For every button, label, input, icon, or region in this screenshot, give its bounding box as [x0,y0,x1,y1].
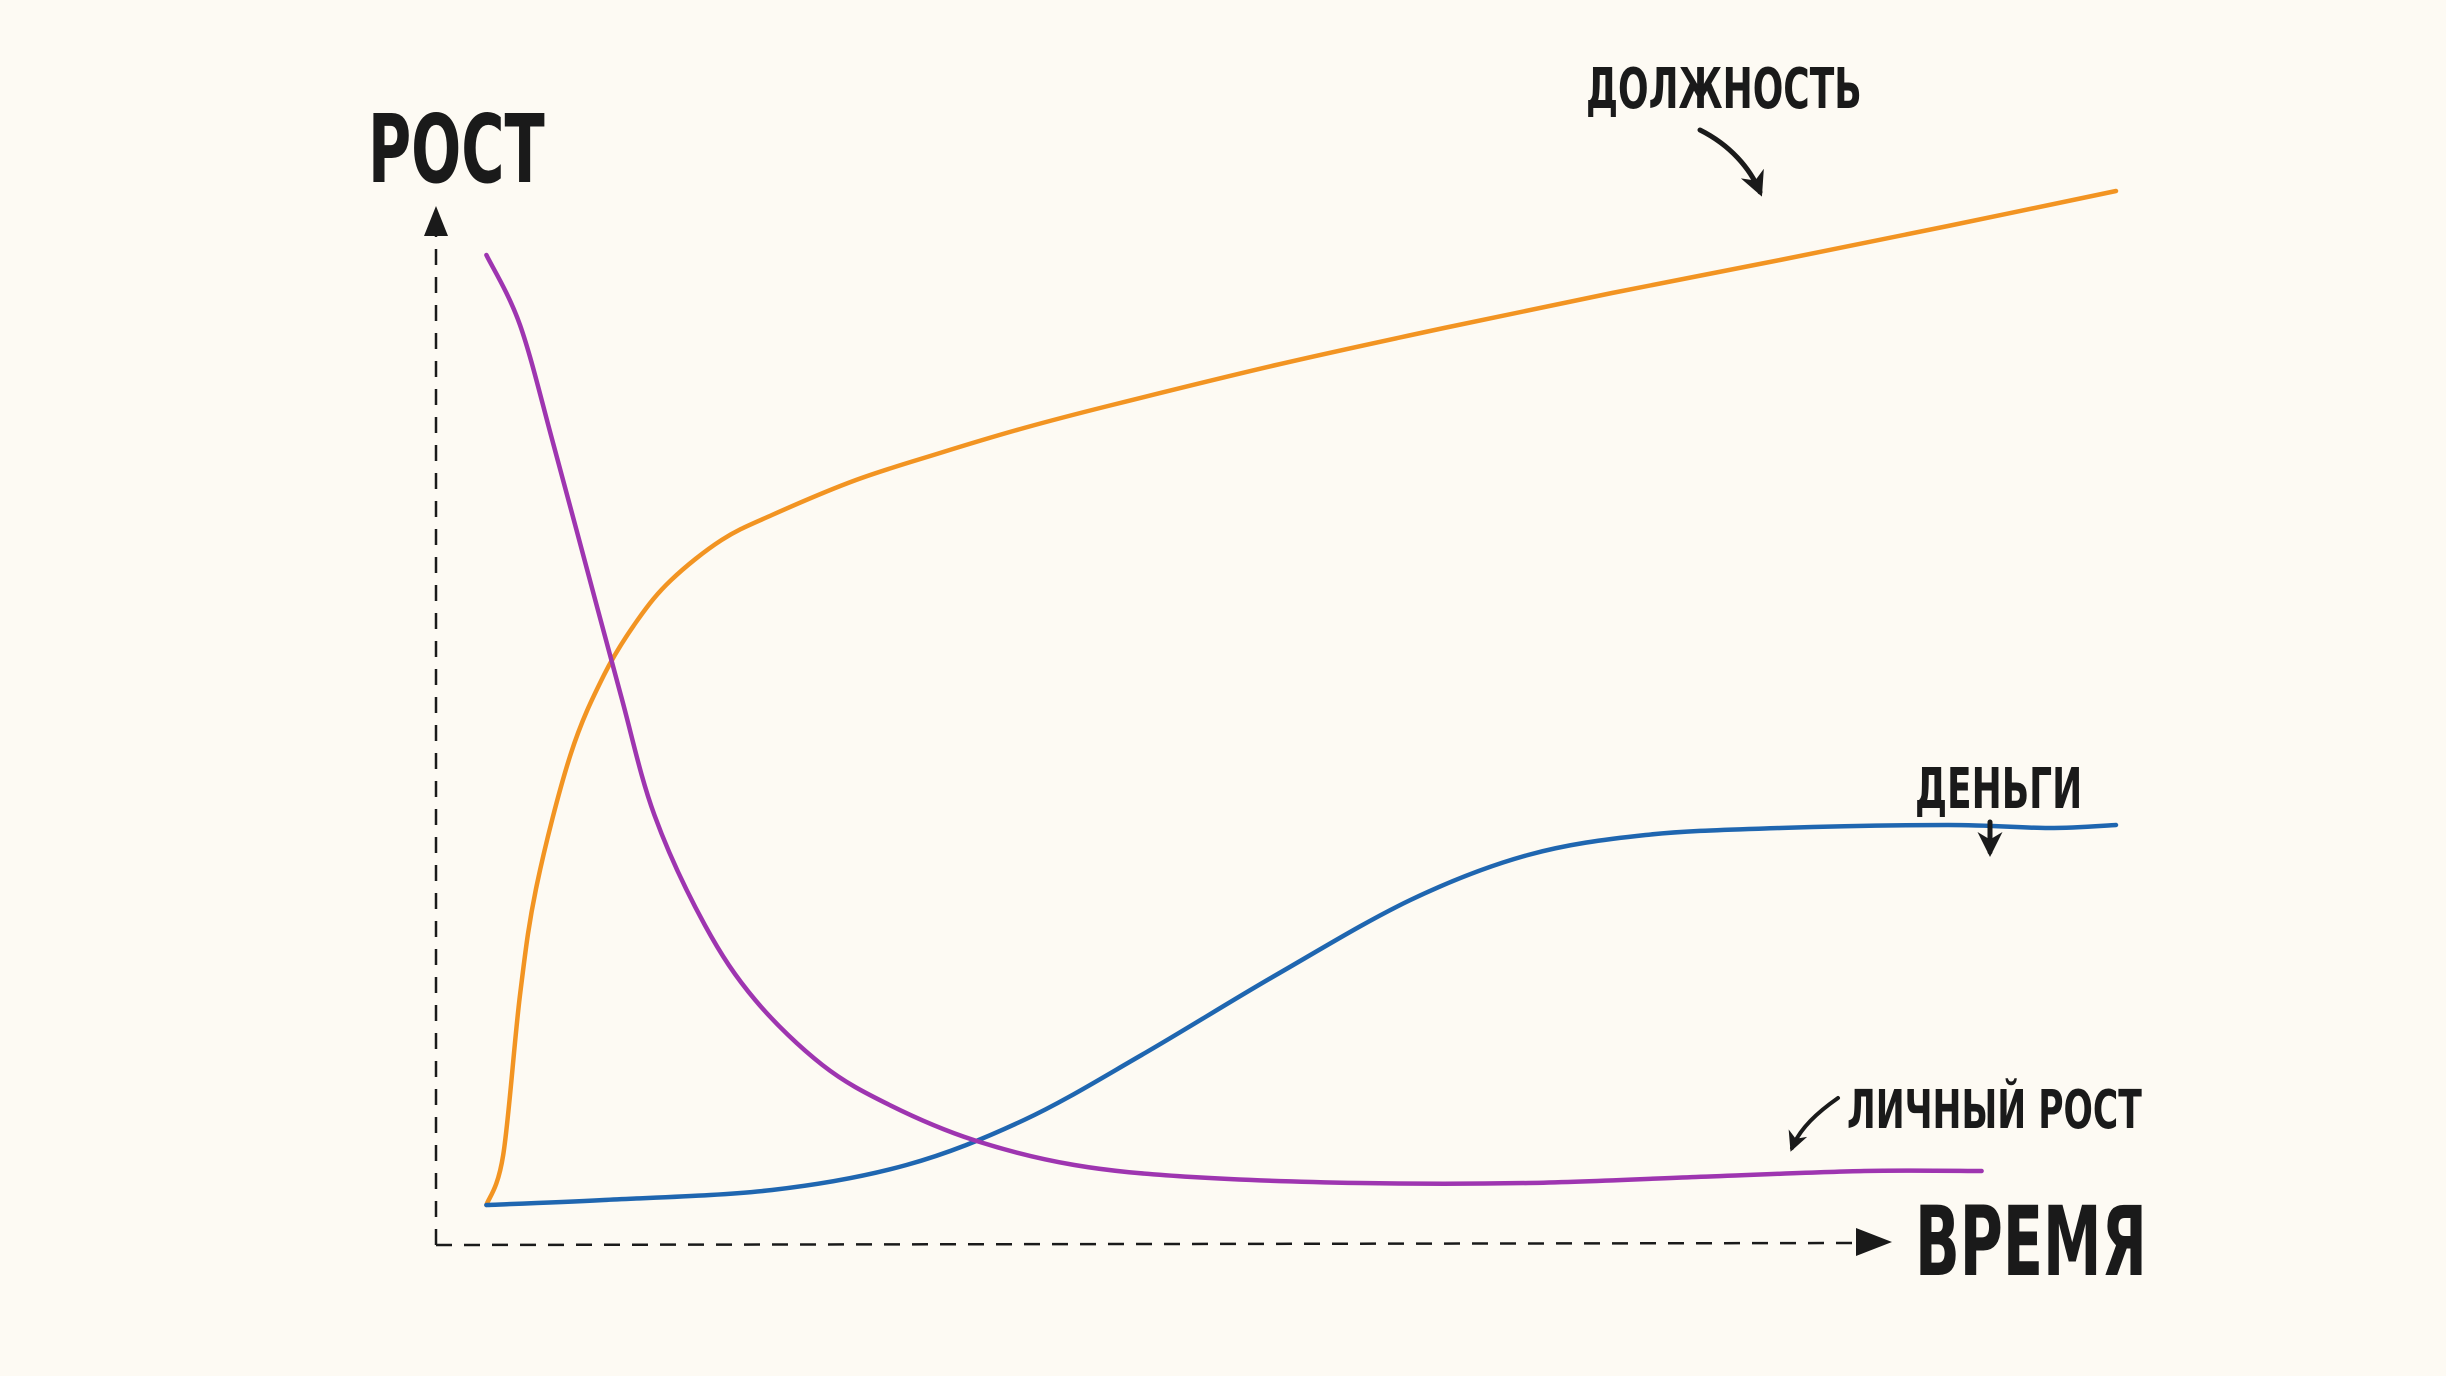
series-label-money: ДЕНЬГИ [1915,757,2082,822]
series-line-position [484,188,2119,1208]
x-axis-title: ВРЕМЯ [1915,1187,2147,1298]
series-label-position: ДОЛЖНОСТЬ [1586,57,1862,122]
personal-pointer-icon [1788,1096,1840,1152]
position-pointer-icon [1697,127,1764,197]
y-axis-arrow-icon [424,206,448,236]
series-label-personal: ЛИЧНЫЙ РОСТ [1847,1078,2142,1141]
series-line-money [484,822,2119,1208]
series-line-personal [484,252,1984,1186]
x-axis [435,1241,1861,1247]
x-axis-arrow-icon [1856,1228,1892,1256]
y-axis-title: РОСТ [368,96,545,205]
series-layer [484,188,2119,1208]
